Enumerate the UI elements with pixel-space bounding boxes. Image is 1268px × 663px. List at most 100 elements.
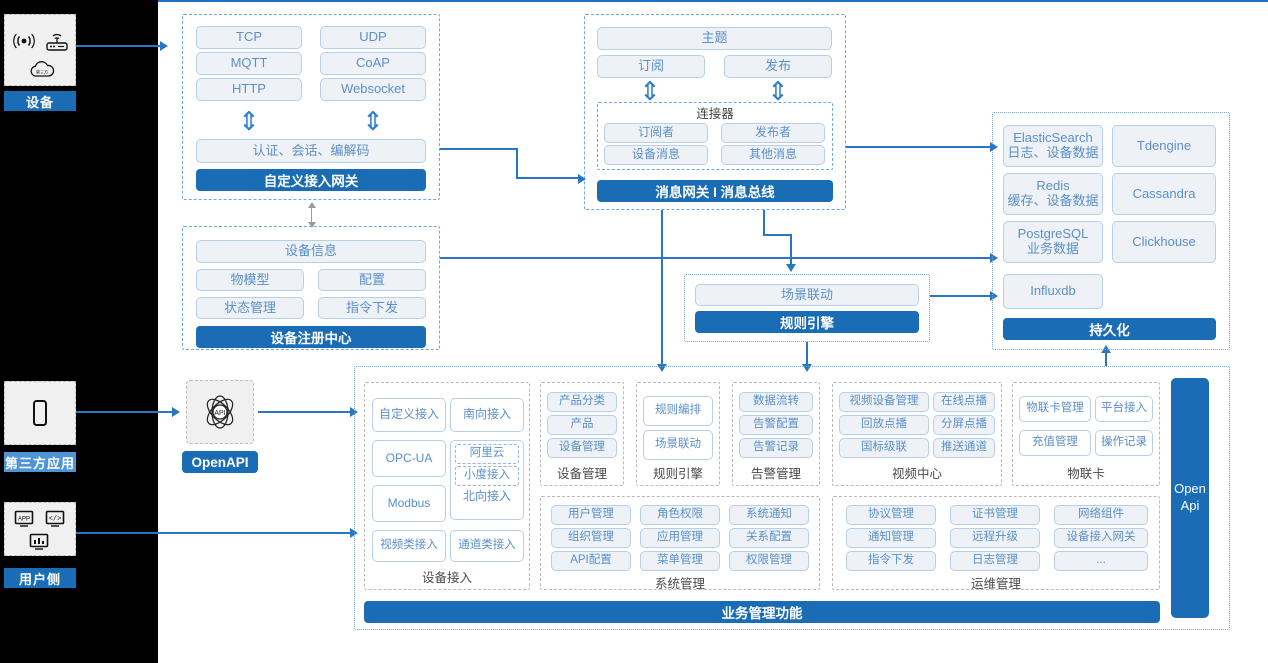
rule-engine-bar[interactable]: 规则引擎 bbox=[695, 311, 919, 333]
vc-playback-label: 回放点播 bbox=[861, 418, 907, 431]
openapi-side-bar[interactable]: Open Api bbox=[1171, 378, 1209, 618]
sm-org-mgmt[interactable]: 组织管理 bbox=[551, 528, 631, 548]
am-alarm-record[interactable]: 告警记录 bbox=[739, 438, 813, 458]
svg-text:</>: </> bbox=[49, 516, 62, 524]
access-northbound[interactable]: 阿里云 小度接入 北向接入 bbox=[450, 440, 524, 520]
ic-operation-record[interactable]: 操作记录 bbox=[1095, 430, 1153, 456]
gateway-middle-box[interactable]: 认证、会话、编解码 bbox=[196, 139, 426, 163]
caption-ops-management-text: 运维管理 bbox=[970, 576, 1021, 591]
vc-split-screen[interactable]: 分屏点播 bbox=[933, 415, 995, 435]
om-more[interactable]: ... bbox=[1054, 551, 1148, 571]
om-notice-mgmt[interactable]: 通知管理 bbox=[846, 528, 936, 548]
om-remote-upgrade-label: 远程升级 bbox=[972, 531, 1018, 544]
protocol-tcp[interactable]: TCP bbox=[196, 26, 302, 49]
access-modbus[interactable]: Modbus bbox=[372, 485, 446, 522]
group-alarm-management bbox=[732, 382, 820, 486]
access-southbound[interactable]: 南向接入 bbox=[450, 398, 524, 432]
protocol-websocket[interactable]: Websocket bbox=[320, 78, 426, 101]
dm-product-category[interactable]: 产品分类 bbox=[547, 392, 617, 412]
registry-state-mgmt-label: 状态管理 bbox=[223, 299, 276, 315]
sm-role-permission[interactable]: 角色权限 bbox=[640, 505, 720, 525]
om-remote-upgrade[interactable]: 远程升级 bbox=[950, 528, 1040, 548]
re-rule-orchestration[interactable]: 规则编排 bbox=[643, 396, 713, 426]
re-scene-linkage[interactable]: 场景联动 bbox=[643, 430, 713, 460]
am-data-flow[interactable]: 数据流转 bbox=[739, 392, 813, 412]
om-cert-mgmt[interactable]: 证书管理 bbox=[950, 505, 1040, 525]
message-subscribe[interactable]: 订阅 bbox=[597, 55, 705, 78]
vc-online-play[interactable]: 在线点播 bbox=[933, 392, 995, 412]
protocol-http[interactable]: HTTP bbox=[196, 78, 302, 101]
om-command-dispatch[interactable]: 指令下发 bbox=[846, 551, 936, 571]
am-alarm-config[interactable]: 告警配置 bbox=[739, 415, 813, 435]
connector-other-message[interactable]: 其他消息 bbox=[721, 145, 825, 165]
dm-product[interactable]: 产品 bbox=[547, 415, 617, 435]
access-video[interactable]: 视频类接入 bbox=[372, 530, 446, 562]
vc-video-device-mgmt[interactable]: 视频设备管理 bbox=[839, 392, 929, 412]
openapi-badge[interactable]: OpenAPI bbox=[182, 451, 258, 473]
registry-config-label: 配置 bbox=[358, 271, 385, 287]
db-redis-desc: 缓存、设备数据 bbox=[1007, 193, 1099, 208]
access-channel[interactable]: 通道类接入 bbox=[450, 530, 524, 562]
registry-config[interactable]: 配置 bbox=[318, 269, 426, 291]
api-atom-icon: API bbox=[199, 392, 241, 432]
access-opcua[interactable]: OPC-UA bbox=[372, 440, 446, 477]
persistence-bar[interactable]: 持久化 bbox=[1003, 318, 1216, 340]
connector-subscriber[interactable]: 订阅者 bbox=[604, 123, 708, 143]
rail-card-device: 第三方 bbox=[4, 14, 76, 86]
sm-menu-mgmt[interactable]: 菜单管理 bbox=[640, 551, 720, 571]
registry-device-info[interactable]: 设备信息 bbox=[196, 240, 426, 263]
vc-push-channel[interactable]: 推送通道 bbox=[933, 438, 995, 458]
protocol-udp[interactable]: UDP bbox=[320, 26, 426, 49]
sm-system-notice-label: 系统通知 bbox=[746, 508, 792, 521]
sm-system-notice[interactable]: 系统通知 bbox=[729, 505, 809, 525]
access-northbound-xiaodu[interactable]: 小度接入 bbox=[455, 466, 519, 486]
protocol-mqtt[interactable]: MQTT bbox=[196, 52, 302, 75]
vc-gb-cascade[interactable]: 国标级联 bbox=[839, 438, 929, 458]
db-cassandra[interactable]: Cassandra bbox=[1112, 173, 1216, 215]
registry-command[interactable]: 指令下发 bbox=[318, 297, 426, 319]
protocol-coap[interactable]: CoAP bbox=[320, 52, 426, 75]
vc-playback[interactable]: 回放点播 bbox=[839, 415, 929, 435]
registry-thing-model[interactable]: 物模型 bbox=[196, 269, 304, 291]
business-bar[interactable]: 业务管理功能 bbox=[364, 601, 1160, 623]
sm-api-config[interactable]: API配置 bbox=[551, 551, 631, 571]
sm-user-mgmt[interactable]: 用户管理 bbox=[551, 505, 631, 525]
connector-publisher[interactable]: 发布者 bbox=[721, 123, 825, 143]
sm-relation-config-label: 关系配置 bbox=[746, 531, 792, 544]
registry-bar[interactable]: 设备注册中心 bbox=[196, 326, 426, 348]
connector-device-message[interactable]: 设备消息 bbox=[604, 145, 708, 165]
access-custom[interactable]: 自定义接入 bbox=[372, 398, 446, 432]
db-postgresql[interactable]: PostgreSQL 业务数据 bbox=[1003, 221, 1103, 263]
db-tdengine[interactable]: Tdengine bbox=[1112, 125, 1216, 167]
access-northbound-aliyun[interactable]: 阿里云 bbox=[455, 444, 519, 464]
gateway-bar[interactable]: 自定义接入网关 bbox=[196, 169, 426, 191]
dm-device-management[interactable]: 设备管理 bbox=[547, 438, 617, 458]
re-scene-linkage-label: 场景联动 bbox=[655, 438, 701, 451]
connector-thirdparty-to-openapi bbox=[76, 411, 174, 413]
dm-device-management-label: 设备管理 bbox=[559, 441, 605, 454]
om-network-component[interactable]: 网络组件 bbox=[1054, 505, 1148, 525]
om-protocol-mgmt[interactable]: 协议管理 bbox=[846, 505, 936, 525]
db-clickhouse[interactable]: Clickhouse bbox=[1112, 221, 1216, 263]
message-bus-bar[interactable]: 消息网关 I 消息总线 bbox=[597, 180, 833, 202]
rule-scene-linkage-label: 场景联动 bbox=[780, 286, 833, 302]
protocol-http-label: HTTP bbox=[232, 81, 266, 97]
rule-scene-linkage[interactable]: 场景联动 bbox=[695, 284, 919, 306]
db-redis[interactable]: Redis 缓存、设备数据 bbox=[1003, 173, 1103, 215]
db-elasticsearch[interactable]: ElasticSearch 日志、设备数据 bbox=[1003, 125, 1103, 167]
message-publish[interactable]: 发布 bbox=[724, 55, 832, 78]
om-device-gateway[interactable]: 设备接入网关 bbox=[1054, 528, 1148, 548]
ic-card-mgmt[interactable]: 物联卡管理 bbox=[1019, 396, 1091, 422]
ic-recharge-mgmt[interactable]: 充值管理 bbox=[1019, 430, 1091, 456]
sm-app-mgmt[interactable]: 应用管理 bbox=[640, 528, 720, 548]
connector-persistence-bottom bbox=[1105, 348, 1107, 366]
db-influxdb[interactable]: Influxdb bbox=[1003, 274, 1103, 309]
sm-relation-config[interactable]: 关系配置 bbox=[729, 528, 809, 548]
sm-permission-mgmt[interactable]: 权限管理 bbox=[729, 551, 809, 571]
group-device-registry bbox=[182, 226, 440, 350]
ic-platform-access[interactable]: 平台接入 bbox=[1095, 396, 1153, 422]
message-topic[interactable]: 主题 bbox=[597, 27, 832, 50]
om-log-mgmt[interactable]: 日志管理 bbox=[950, 551, 1040, 571]
registry-state-mgmt[interactable]: 状态管理 bbox=[196, 297, 304, 319]
group-business bbox=[354, 366, 1230, 630]
